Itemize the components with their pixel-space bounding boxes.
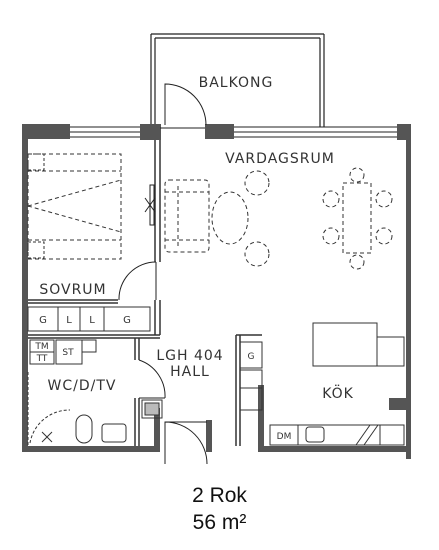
kitchen-fixtures	[269, 322, 405, 446]
tv-unit	[144, 184, 156, 226]
room-label-living: VARDAGSRUM	[225, 151, 335, 167]
windows	[70, 126, 397, 138]
doors	[118, 83, 208, 465]
fixture-label-tt: TT	[36, 354, 48, 364]
fixture-label-l: L	[89, 315, 95, 326]
fixture-label-tm: TM	[34, 342, 48, 352]
apartment-area: 56 m²	[192, 511, 247, 534]
fixture-label-l: L	[66, 315, 72, 326]
room-label-hall: HALL	[170, 364, 210, 380]
floor-plan: BALKONG VARDAGSRUM SOVRUM LGH 404 HALL W…	[22, 33, 411, 465]
bathroom-fixtures	[27, 339, 163, 445]
balcony	[150, 33, 325, 127]
apartment-number: LGH 404	[156, 348, 223, 364]
apartment-type: 2 Rok	[192, 484, 247, 507]
fixture-label-g: G	[39, 315, 47, 326]
interior-walls	[28, 140, 262, 446]
exterior-walls	[22, 124, 411, 459]
bedroom-furniture	[27, 153, 151, 332]
hall-wardrobe	[239, 341, 263, 411]
room-label-kitchen: KÖK	[322, 384, 354, 402]
living-furniture	[164, 167, 393, 270]
room-label-bathroom: WC/D/TV	[48, 378, 117, 394]
fixture-label-g: G	[123, 315, 131, 326]
fixture-label-dm: DM	[277, 432, 292, 442]
fixture-label-st: ST	[62, 348, 74, 358]
fixture-label-g: G	[248, 352, 255, 362]
room-label-balcony: BALKONG	[199, 75, 274, 91]
room-label-bedroom: SOVRUM	[39, 282, 106, 298]
